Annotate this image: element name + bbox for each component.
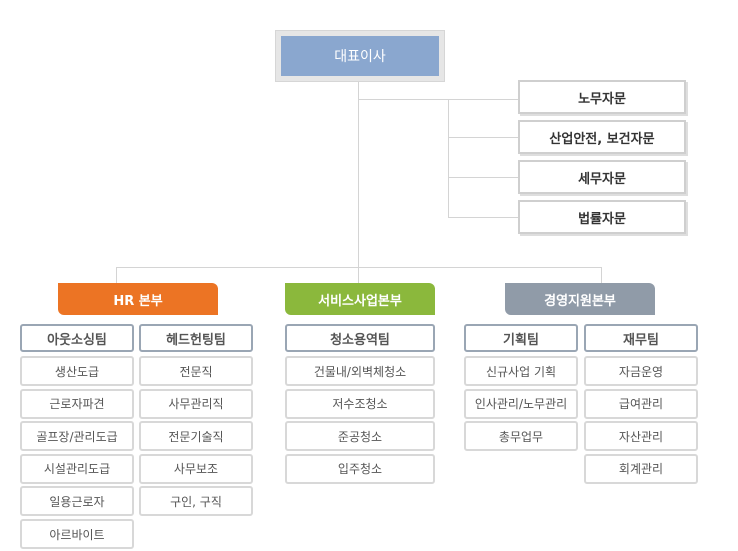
team-cleaning: 청소용역팀 (285, 324, 435, 352)
team-headhunting-item: 구인, 구직 (139, 486, 253, 517)
team-cleaning-item: 건물내/외벽체청소 (285, 356, 435, 386)
team-outsourcing-item: 근로자파견 (20, 388, 134, 419)
team-cleaning-item: 준공청소 (285, 421, 435, 452)
team-outsourcing-item: 시설관리도급 (20, 453, 134, 484)
team-outsourcing-item: 생산도급 (20, 356, 134, 386)
division-service: 서비스사업본부 (285, 283, 435, 315)
advisor-tax: 세무자문 (518, 160, 686, 194)
team-finance-item: 급여관리 (584, 388, 698, 419)
ceo-label: 대표이사 (334, 49, 386, 65)
connector-advisors-h (358, 99, 449, 100)
ceo-box: 대표이사 (281, 36, 439, 76)
connector-advisor-2 (448, 137, 518, 138)
team-planning-item: 총무업무 (464, 421, 578, 452)
team-headhunting-item: 전문기술직 (139, 421, 253, 452)
connector-advisor-4 (448, 217, 518, 218)
connector-division-2 (358, 267, 359, 283)
team-finance-item: 자산관리 (584, 421, 698, 452)
advisor-legal: 법률자문 (518, 200, 686, 234)
connector-ceo-down (358, 82, 359, 268)
team-outsourcing: 아웃소싱팀 (20, 324, 134, 352)
team-outsourcing-item: 일용근로자 (20, 486, 134, 517)
team-cleaning-item: 입주청소 (285, 453, 435, 484)
division-hr: HR 본부 (58, 283, 218, 315)
team-headhunting: 헤드헌팅팀 (139, 324, 253, 352)
advisor-labor: 노무자문 (518, 80, 686, 114)
team-finance-item: 자금운영 (584, 356, 698, 386)
team-finance: 재무팀 (584, 324, 698, 352)
division-management: 경영지원본부 (505, 283, 655, 315)
connector-division-3 (601, 267, 602, 283)
team-planning: 기획팀 (464, 324, 578, 352)
team-headhunting-item: 사무관리직 (139, 388, 253, 419)
team-outsourcing-item: 골프장/관리도급 (20, 421, 134, 452)
team-planning-item: 인사관리/노무관리 (464, 388, 578, 419)
team-headhunting-item: 전문직 (139, 356, 253, 386)
connector-division-1 (116, 267, 117, 283)
team-headhunting-item: 사무보조 (139, 453, 253, 484)
connector-advisor-3 (448, 177, 518, 178)
team-planning-item: 신규사업 기획 (464, 356, 578, 386)
advisor-safety-health: 산업안전, 보건자문 (518, 120, 686, 154)
team-cleaning-item: 저수조청소 (285, 388, 435, 419)
team-outsourcing-item: 아르바이트 (20, 519, 134, 549)
connector-divisions-h (116, 267, 602, 268)
connector-advisor-1 (448, 99, 518, 100)
team-finance-item: 회계관리 (584, 453, 698, 484)
connector-advisors-v (448, 99, 449, 217)
